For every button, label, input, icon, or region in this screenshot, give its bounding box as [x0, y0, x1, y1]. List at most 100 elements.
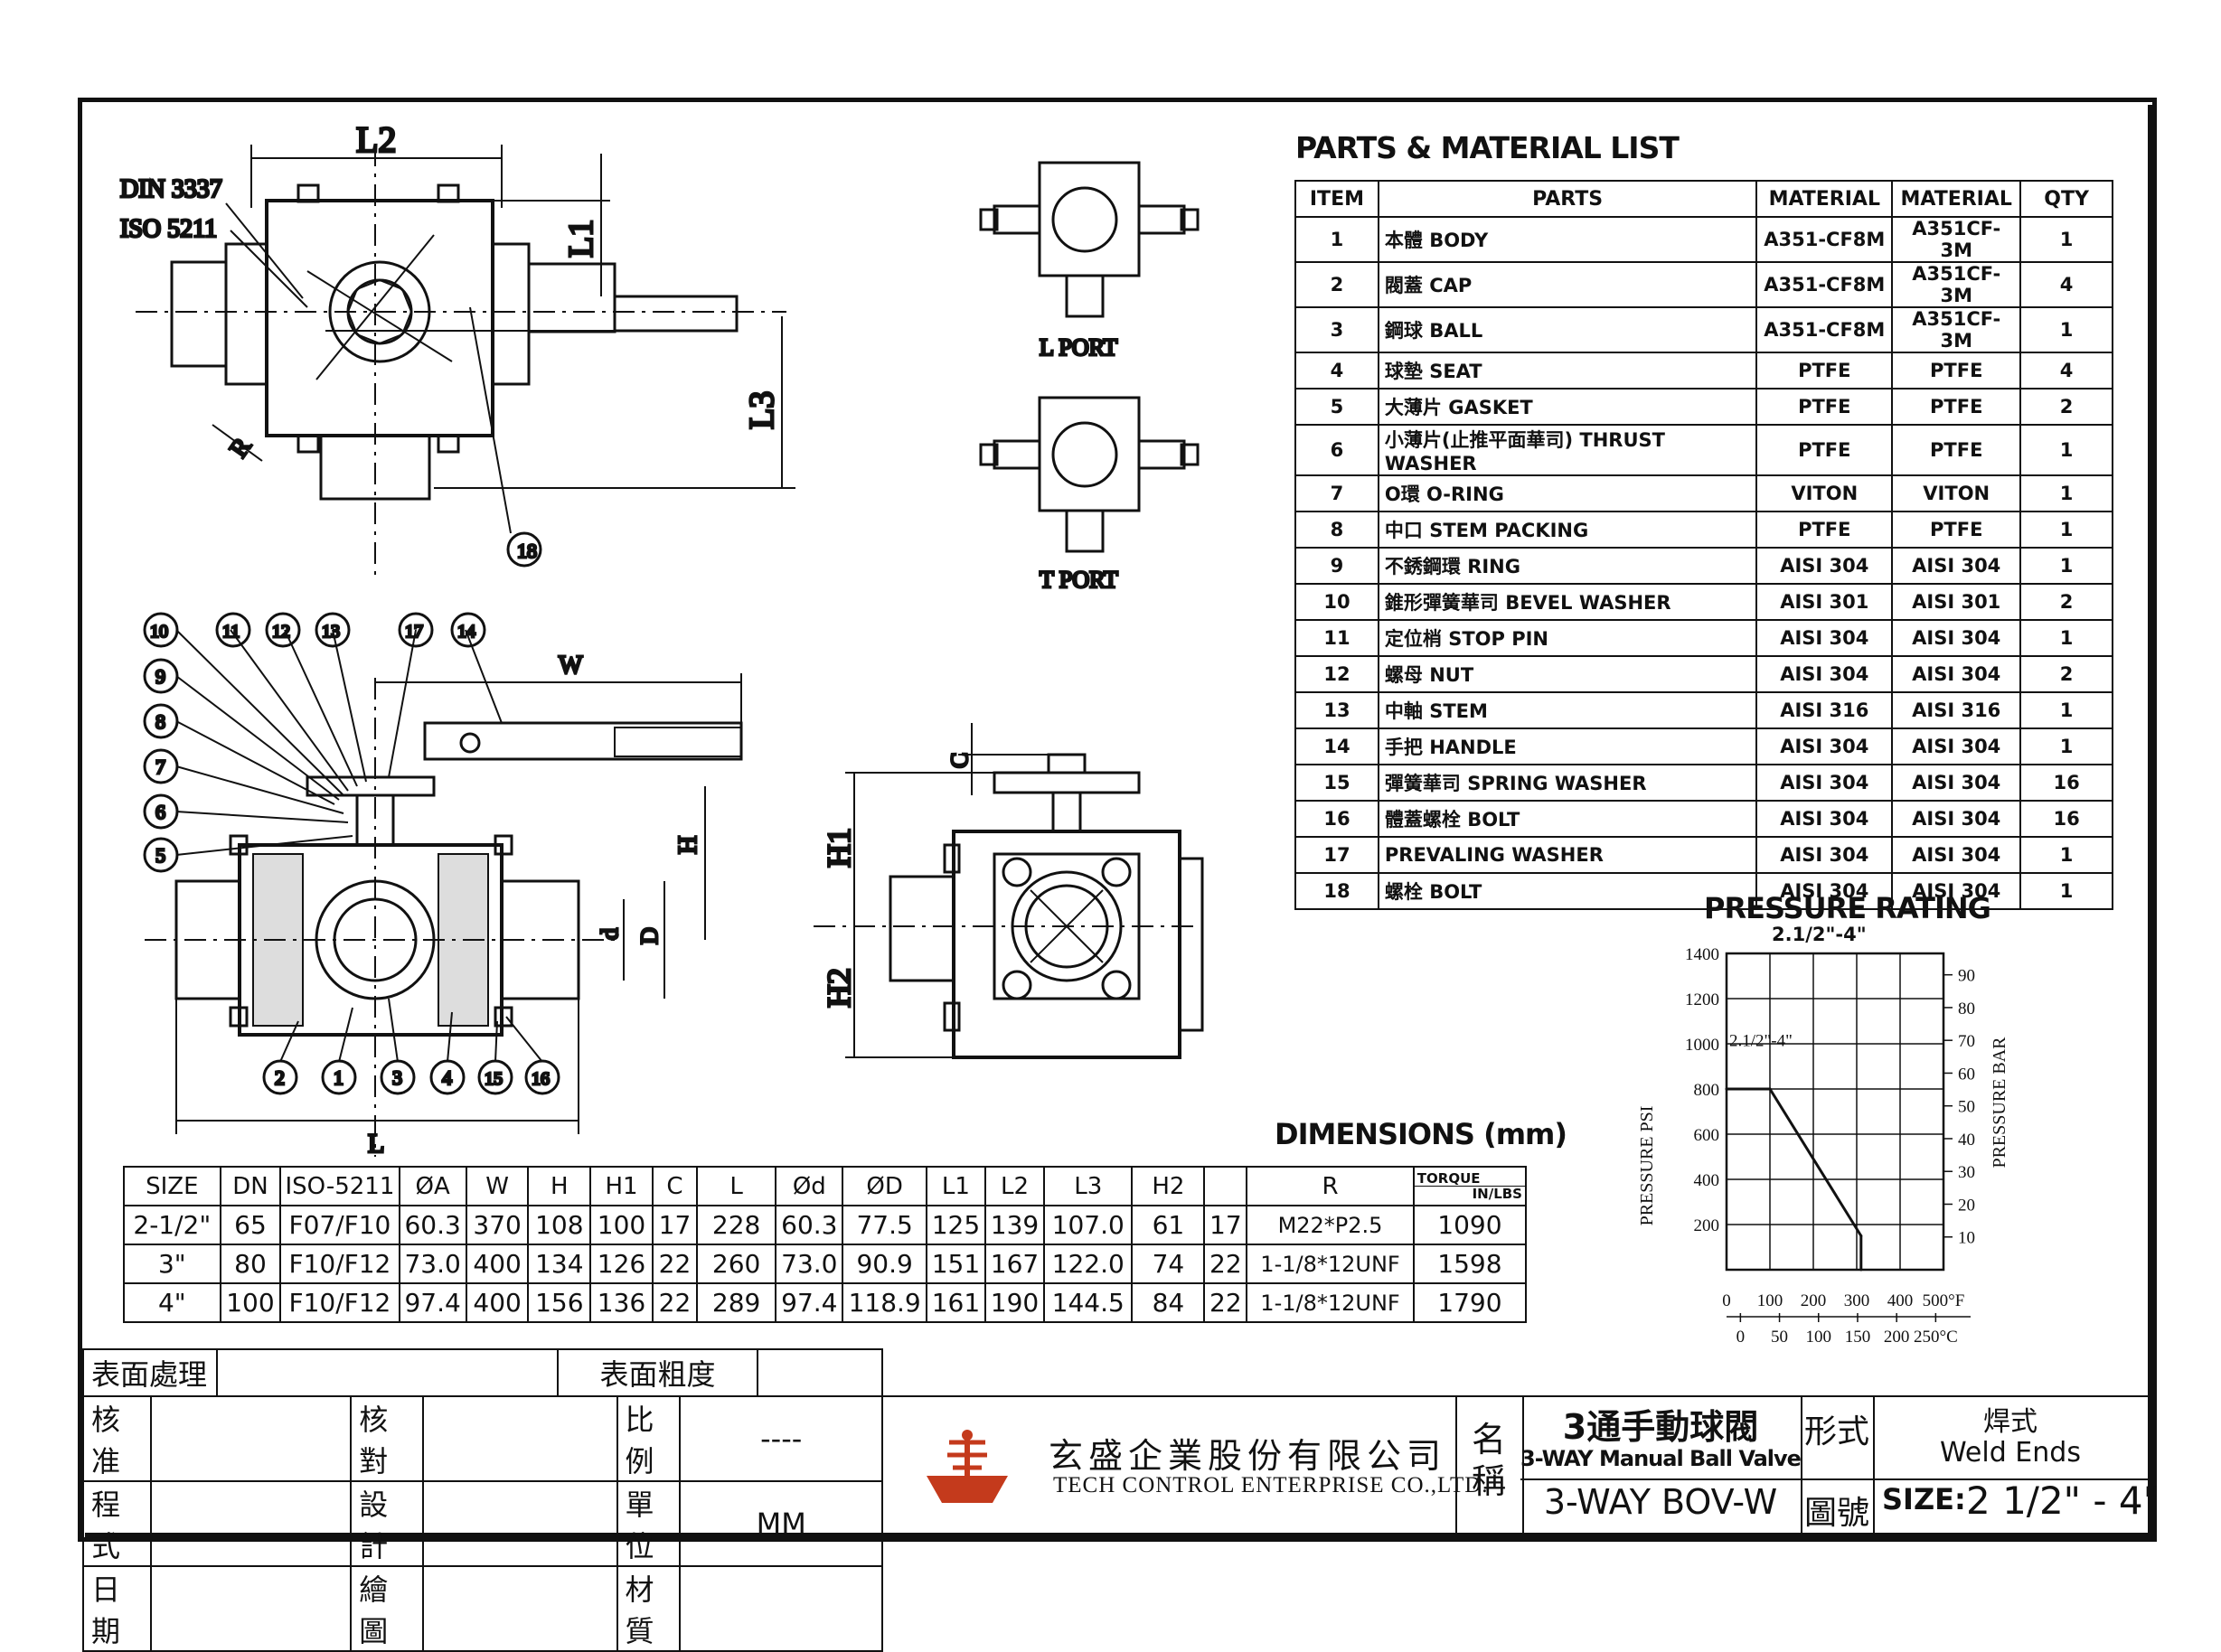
parts-cell: 2	[1294, 261, 1379, 308]
parts-cell: AISI 304	[1891, 872, 2022, 910]
dim-cell: 136	[589, 1282, 654, 1323]
surface-treatment-value[interactable]	[215, 1348, 559, 1397]
series-label: 2.1/2"-4"	[1729, 1032, 1793, 1051]
dim-cell: 22	[1203, 1282, 1248, 1323]
parts-cell: A351CF-3M	[1891, 306, 2022, 353]
parts-cell: AISI 304	[1891, 800, 2022, 838]
parts-header-4: QTY	[2019, 180, 2113, 218]
parts-cell: AISI 304	[1891, 727, 2022, 765]
surface-roughness-value[interactable]	[757, 1348, 883, 1397]
balloon-16: 16	[532, 1069, 550, 1089]
dim-cell: F10/F12	[279, 1244, 400, 1284]
parts-cell: 2	[2019, 583, 2113, 621]
parts-cell: VITON	[1755, 474, 1894, 512]
dim-cell: 125	[925, 1205, 986, 1245]
parts-cell: 16	[1294, 800, 1379, 838]
dim-header-6: H1	[589, 1166, 654, 1206]
parts-cell: 鋼球 BALL	[1377, 306, 1758, 353]
parts-cell: 9	[1294, 547, 1379, 585]
parts-cell: 1	[2019, 547, 2113, 585]
check-value[interactable]	[422, 1395, 618, 1482]
approve-value[interactable]	[149, 1395, 353, 1482]
dim-cell: 139	[983, 1205, 1046, 1245]
dim-header-13: L3	[1043, 1166, 1134, 1206]
x-tick-label-f: 100	[1757, 1291, 1783, 1310]
parts-cell: 17	[1294, 836, 1379, 874]
balloon-13: 13	[322, 622, 340, 642]
parts-cell: 2	[2019, 388, 2113, 426]
dim-d-large: D	[636, 927, 663, 944]
balloon-6: 6	[155, 801, 165, 823]
dim-header-12: L2	[983, 1166, 1046, 1206]
y2-tick-label: 90	[1958, 967, 1975, 986]
dim-cell: 77.5	[842, 1205, 927, 1245]
y-axis-label: PRESSURE PSI	[1637, 1106, 1657, 1226]
parts-cell: 16	[2019, 764, 2113, 802]
section-view	[143, 612, 743, 1157]
dim-cell: 161	[925, 1282, 986, 1323]
technical-drawing: DIN 3337 ISO 5211 L2 L1 L3 R 18 L PORT T…	[119, 118, 1204, 1160]
parts-cell: A351-CF8M	[1755, 216, 1894, 263]
dim-cell: 22	[651, 1244, 699, 1284]
form-value-cn: 焊式	[1983, 1406, 2037, 1438]
x-tick-label-c: 50	[1771, 1328, 1788, 1347]
material-value[interactable]	[679, 1565, 883, 1652]
frame-shadow-bottom	[85, 1533, 2155, 1540]
parts-cell: 不銹鋼環 RING	[1377, 547, 1758, 585]
scale-label: 比例	[616, 1395, 682, 1482]
x-tick-label-f: 0	[1722, 1291, 1731, 1310]
x-tick-label-f: 500°F	[1923, 1291, 1965, 1310]
design-value[interactable]	[422, 1480, 618, 1567]
draw-value[interactable]	[422, 1565, 618, 1652]
balloon-5: 5	[155, 844, 165, 867]
dim-cell: 84	[1131, 1282, 1206, 1323]
parts-cell: 1	[2019, 511, 2113, 549]
parts-cell: 16	[2019, 800, 2113, 838]
parts-cell: 手把 HANDLE	[1377, 727, 1758, 765]
parts-cell: AISI 304	[1891, 619, 2022, 657]
dim-cell: 126	[589, 1244, 654, 1284]
dim-header-0: SIZE	[123, 1166, 221, 1206]
program-label: 程式	[82, 1480, 152, 1567]
parts-cell: AISI 304	[1755, 547, 1894, 585]
din-label: DIN 3337	[120, 175, 222, 203]
balloon-17: 17	[405, 622, 423, 642]
parts-cell: 1	[2019, 691, 2113, 729]
parts-header-3: MATERIAL	[1891, 180, 2022, 218]
dim-cell: 1-1/8*12UNF	[1246, 1244, 1415, 1284]
date-value[interactable]	[149, 1565, 353, 1652]
draw-label: 繪圖	[350, 1565, 425, 1652]
dim-cell: 65	[219, 1205, 282, 1245]
parts-cell: 15	[1294, 764, 1379, 802]
x-tick-label-f: 200	[1801, 1291, 1827, 1310]
program-value[interactable]	[149, 1480, 353, 1567]
y-tick-label: 200	[1694, 1216, 1720, 1235]
parts-cell: 1	[2019, 619, 2113, 657]
parts-cell: 螺栓 BOLT	[1377, 872, 1758, 910]
parts-cell: 11	[1294, 619, 1379, 657]
parts-cell: 1	[2019, 872, 2113, 910]
balloon-9: 9	[155, 665, 165, 688]
dim-cell: 190	[983, 1282, 1046, 1323]
parts-header-1: PARTS	[1377, 180, 1758, 218]
torque-label: TORQUE	[1416, 1170, 1481, 1187]
company-name-cn: 玄盛企業股份有限公司	[1049, 1436, 1447, 1476]
dim-l3: L3	[743, 391, 781, 429]
title-block-signoff: 核准 核對 比例 ---- 程式 設計 單位 MM 日期 繪圖 材質	[82, 1395, 883, 1652]
parts-cell: 8	[1294, 511, 1379, 549]
form-value-en: Weld Ends	[1940, 1437, 2081, 1469]
company-logo-icon	[927, 1430, 1008, 1503]
dim-l1: L1	[562, 220, 600, 258]
y2-tick-label: 50	[1958, 1098, 1975, 1117]
parts-cell: 4	[2019, 261, 2113, 308]
parts-header-2: MATERIAL	[1755, 180, 1894, 218]
y-tick-label: 1400	[1685, 945, 1719, 964]
parts-cell: 螺母 NUT	[1377, 655, 1758, 693]
product-name-en: 3-WAY Manual Ball Valve	[1520, 1446, 1802, 1471]
